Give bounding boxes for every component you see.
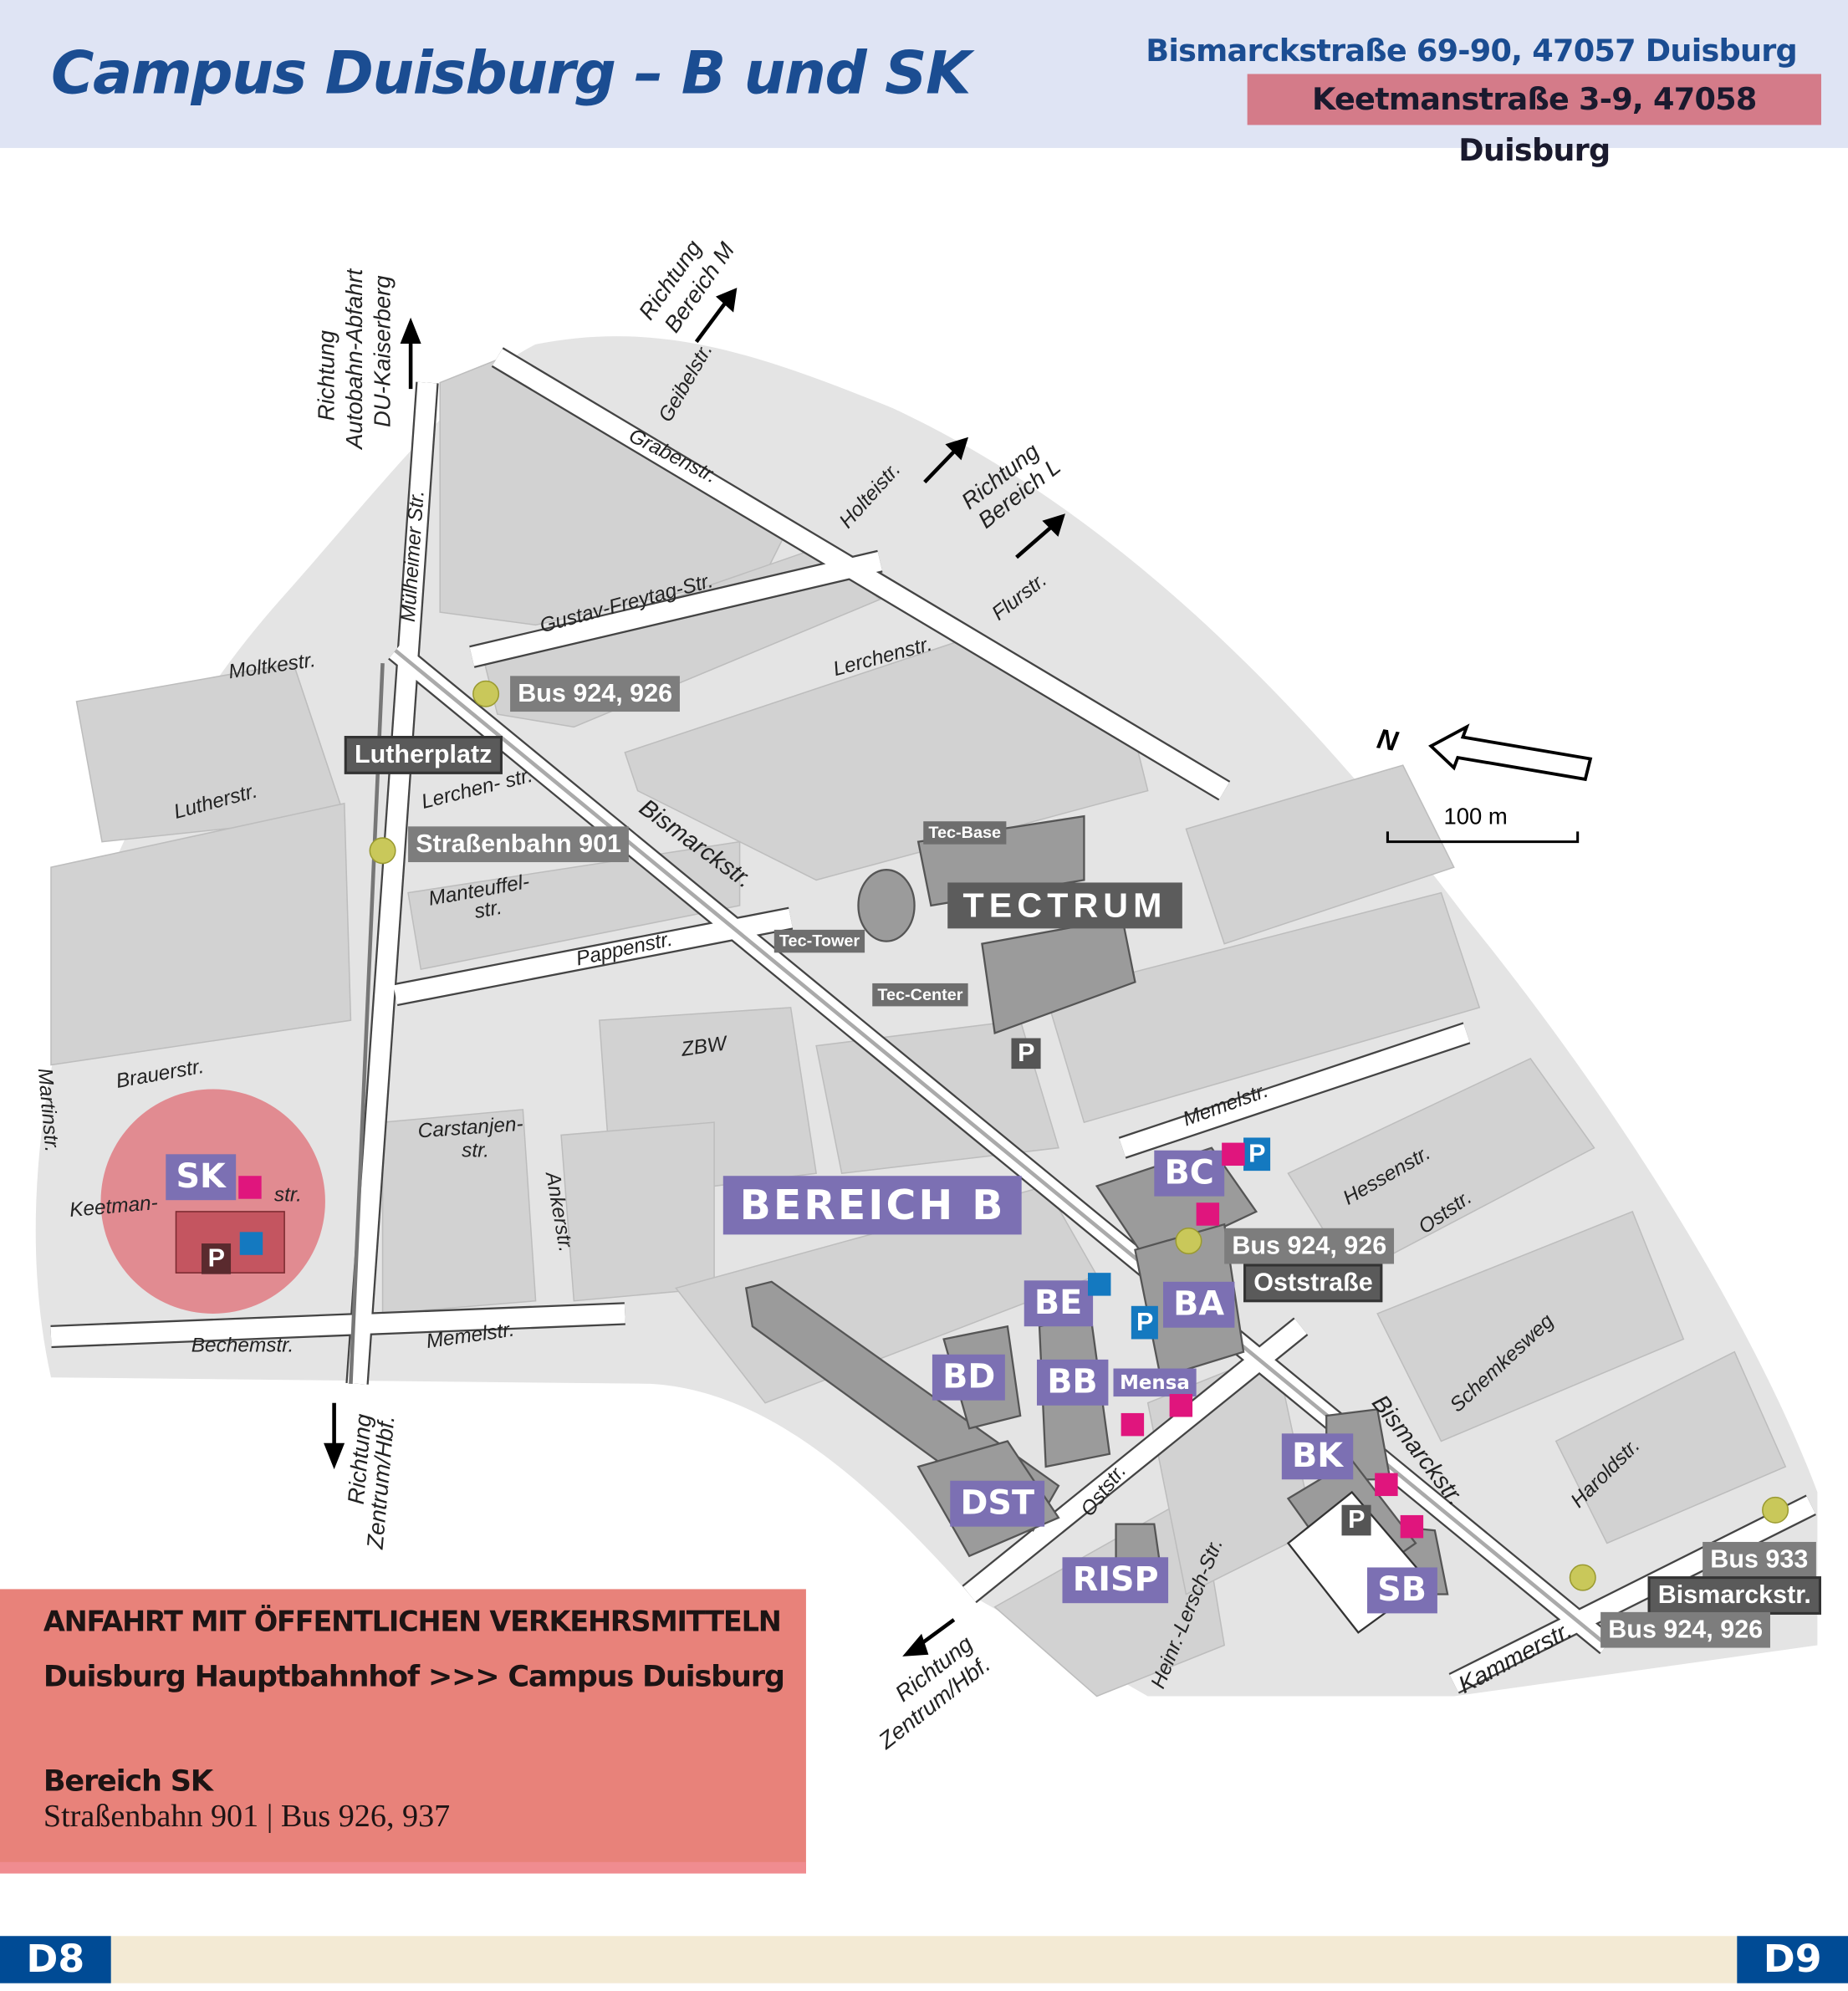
accessible-parking-icon: P (1243, 1137, 1271, 1172)
scale-bar (1386, 831, 1580, 844)
building-label-be[interactable]: BE (1024, 1280, 1093, 1327)
wheelchair-icon (239, 1232, 263, 1255)
building-label-sk[interactable]: SK (166, 1154, 236, 1201)
parking-icon: P (201, 1243, 232, 1274)
building-label-sb[interactable]: SB (1367, 1567, 1437, 1614)
header: Campus Duisburg – B und SK Bismarckstraß… (0, 0, 1848, 168)
page-tab-left: D8 (0, 1936, 111, 1983)
building-label-ba[interactable]: BA (1162, 1281, 1235, 1328)
stop-icons (369, 680, 1789, 1591)
stop-name-bismarckstr: Bismarckstr. (1647, 1576, 1822, 1615)
street-manteuffel-2: str. (472, 896, 503, 923)
tram-track-muelheimer (349, 663, 385, 1384)
building-blocks (50, 356, 1787, 1697)
building-label-bk[interactable]: BK (1281, 1433, 1354, 1480)
stop-name-lutherplatz: Lutherplatz (344, 736, 503, 774)
area-label-tectrum[interactable]: TECTRUM (947, 882, 1182, 929)
direction-arrows (324, 288, 1065, 1657)
dir-autobahn-2: Autobahn-Abfahrt (341, 268, 367, 450)
map-area (35, 336, 1818, 1697)
info-route: Duisburg Hauptbahnhof >>> Campus Duisbur… (43, 1660, 785, 1694)
entrance-stairs-icon (1169, 1394, 1193, 1417)
accessible-parking-icon: P (1131, 1305, 1159, 1340)
stop-label-tram: Straßenbahn 901 (408, 826, 630, 863)
scale-label: 100 m (1444, 803, 1508, 829)
transit-info-box: ANFAHRT MIT ÖFFENTLICHEN VERKEHRSMITTELN… (0, 1589, 806, 1874)
label-tec-tower[interactable]: Tec-Tower (773, 929, 865, 953)
stop-label-bus-933: Bus 933 (1703, 1541, 1816, 1578)
entrance-stairs-icon (1375, 1473, 1398, 1497)
stop-label-bismarck-bus: Bus 924, 926 (1600, 1611, 1771, 1648)
info-area: Bereich SK (43, 1764, 213, 1799)
building-label-bc[interactable]: BC (1154, 1150, 1225, 1197)
info-heading: ANFAHRT MIT ÖFFENTLICHEN VERKEHRSMITTELN (43, 1606, 782, 1639)
label-tec-center[interactable]: Tec-Center (872, 983, 968, 1007)
page-tab-right: D9 (1737, 1936, 1848, 1983)
parking-icon: P (1011, 1038, 1042, 1070)
address-bereich-sk: Keetmanstraße 3-9, 47058 Duisburg (1247, 74, 1821, 168)
building-label-mensa[interactable]: Mensa (1113, 1368, 1197, 1397)
entrance-stairs-icon (1121, 1412, 1145, 1437)
stop-name-oststrasse: Oststraße (1243, 1264, 1383, 1303)
wheelchair-icon (1087, 1273, 1111, 1296)
svg-text:Richtung: Richtung (314, 329, 339, 421)
stop-label-lutherplatz-bus: Bus 924, 926 (510, 676, 681, 712)
info-lines: Straßenbahn 901 | Bus 926, 937 (43, 1800, 451, 1835)
north-label: N (1375, 723, 1401, 758)
entrance-stairs-icon (1222, 1142, 1245, 1167)
footer-bar: D8 D9 (0, 1936, 1848, 1983)
address-bereich-b: Bismarckstraße 69-90, 47057 Duisburg (1146, 33, 1798, 69)
svg-text:DU-Kaiserberg: DU-Kaiserberg (370, 275, 396, 427)
building-label-risp[interactable]: RISP (1062, 1557, 1169, 1604)
tram-track (394, 649, 1609, 1647)
building-label-bb[interactable]: BB (1036, 1359, 1108, 1406)
label-tec-base[interactable]: Tec-Base (923, 821, 1007, 845)
parking-icon: P (1341, 1504, 1372, 1536)
north-arrow-icon (1428, 723, 1593, 782)
entrance-stairs-icon (238, 1176, 262, 1199)
area-label-bereich-b[interactable]: BEREICH B (722, 1176, 1023, 1235)
dir-autobahn-3: DU-Kaiserberg (370, 275, 396, 427)
entrance-stairs-icon (1196, 1202, 1220, 1226)
street-keetman-2: str. (274, 1184, 302, 1207)
street-carstanjen-2: str. (462, 1139, 489, 1161)
building-label-bd[interactable]: BD (932, 1354, 1006, 1401)
svg-text:Autobahn-Abfahrt: Autobahn-Abfahrt (341, 268, 367, 450)
dir-autobahn-1: Richtung (314, 329, 339, 421)
stop-label-oststr-bus: Bus 924, 926 (1224, 1228, 1395, 1264)
street-bechem: Bechemstr. (191, 1335, 294, 1357)
entrance-stairs-icon (1400, 1514, 1424, 1539)
page-title: Campus Duisburg – B und SK (51, 38, 971, 108)
building-label-dst[interactable]: DST (950, 1480, 1045, 1527)
